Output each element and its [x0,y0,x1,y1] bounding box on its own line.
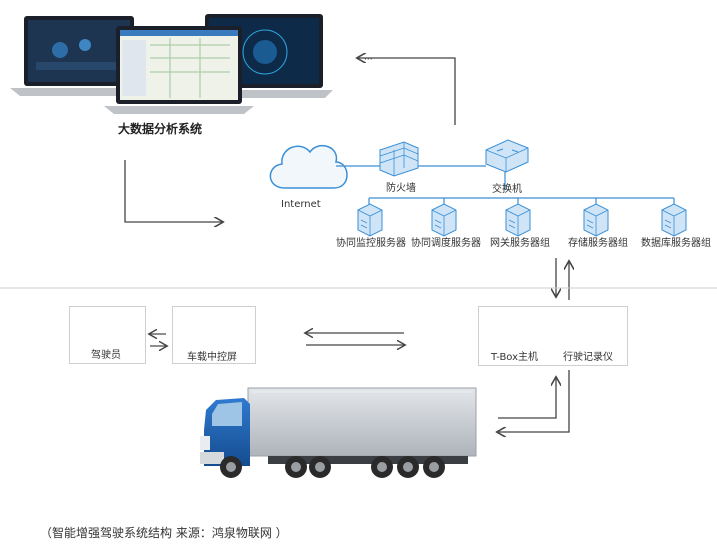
server-label-storage: 存储服务器组 [568,238,628,249]
internet-label: Internet [281,199,321,210]
laptop-left [10,16,148,96]
tbox-label: T-Box主机 [491,352,539,363]
server-label-monitoring: 协同监控服务器 [336,238,406,249]
switch-label: 交换机 [492,184,522,195]
screen-box [172,306,256,364]
laptop-center [104,26,254,114]
figure-caption: （智能增强驾驶系统结构 来源：鸿泉物联网 ） [40,526,288,540]
return-arrow [358,58,456,125]
recorder-label: 行驶记录仪 [563,352,613,363]
laptop-out-arrow [124,160,222,222]
firewall-icon [379,141,419,177]
screen-label: 车载中控屏 [187,352,237,363]
server-label-dispatch: 协同调度服务器 [411,238,481,249]
server-label-gateway: 网关服务器组 [490,238,550,249]
driver-box [69,306,146,364]
svg-text:···: ··· [364,55,373,65]
server-label-database: 数据库服务器组 [641,238,711,249]
cloud-icon [269,144,348,189]
laptops-label: 大数据分析系统 [118,122,203,136]
firewall-label: 防火墙 [386,183,416,194]
server-icons [357,203,687,237]
vehicle-devices-box [478,306,628,366]
truck-image [200,387,477,478]
driver-label: 驾驶员 [91,350,121,361]
switch-icon [485,139,529,173]
